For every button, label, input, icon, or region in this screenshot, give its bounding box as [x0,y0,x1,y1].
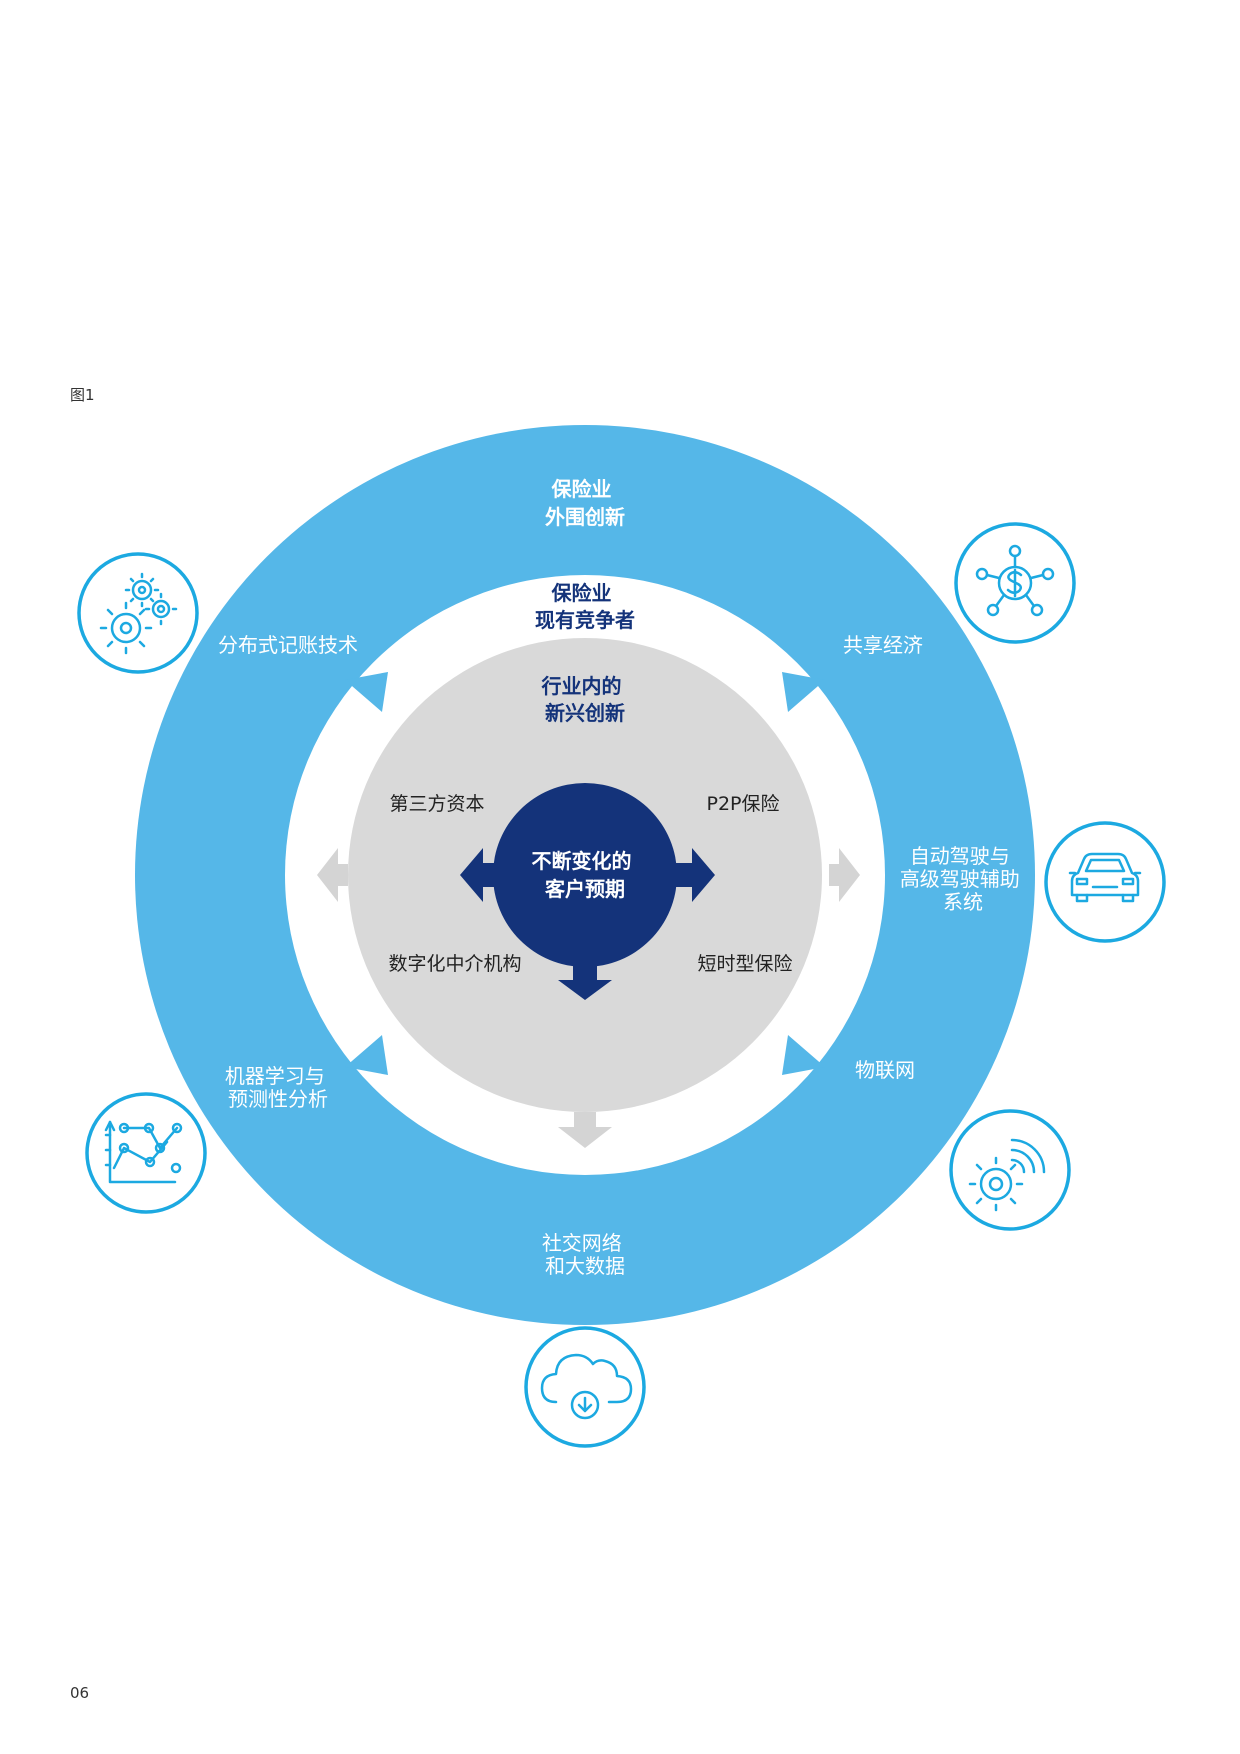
core-arrow-left [460,848,500,902]
outer-item-autonomous-driving: 自动驾驶与 高级驾驶辅助 系统 [900,844,1026,914]
outer-item-machine-learning: 机器学习与 预测性分析 [225,1064,331,1111]
gray-arrow-left [317,848,348,902]
gray-arrow-bottom [558,1112,612,1148]
outward-gray-arrows [317,848,860,1148]
gray-arrow-right [829,848,860,902]
core-group [460,783,715,1000]
gray-item-p2p-insurance: P2P保险 [706,793,779,815]
core-title: 不断变化的 客户预期 [532,849,639,901]
outer-item-distributed-ledger: 分布式记账技术 [218,633,358,657]
cloud-download-icon [524,1326,646,1448]
iot-gear-signal-icon [949,1109,1071,1231]
outer-item-sharing-economy: 共享经济 [843,633,923,657]
arrow-bottom-right [782,1035,825,1075]
figure-label: 图1 [70,386,95,404]
core-arrow-down [558,962,612,1000]
arrow-bottom-left [345,1035,388,1075]
arrow-top-right [782,672,825,712]
gears-icon [77,552,199,674]
gray-circle-title: 行业内的 新兴创新 [541,674,629,725]
inward-arrows [345,672,825,1075]
gray-item-digital-intermediaries: 数字化中介机构 [388,953,521,975]
core-circle [493,783,677,967]
page-number: 06 [70,1684,90,1702]
dollar-network-icon [954,522,1076,644]
outer-item-iot: 物联网 [855,1058,915,1082]
gray-item-short-term-insurance: 短时型保险 [697,953,792,975]
line-chart-icon [85,1092,207,1214]
core-arrow-right [675,848,715,902]
outer-item-social-big-data: 社交网络 和大数据 [542,1231,628,1278]
gray-item-third-party-capital: 第三方资本 [389,793,484,815]
car-icon [1044,821,1166,943]
outer-ring-title: 保险业 外围创新 [545,477,625,529]
arrow-top-left [345,672,388,712]
white-ring-title: 保险业 现有竞争者 [535,581,635,632]
